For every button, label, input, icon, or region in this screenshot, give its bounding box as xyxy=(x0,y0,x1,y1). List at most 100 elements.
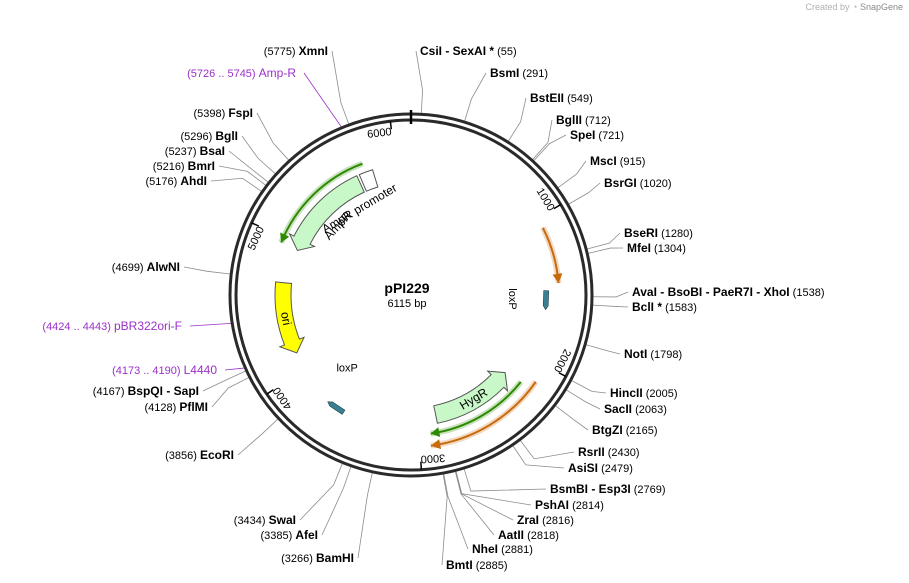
enzyme-position: (5775) xyxy=(264,46,299,58)
enzyme-bsmi-label[interactable]: BsmI (291) xyxy=(490,66,548,80)
enzyme-name: BclI * xyxy=(632,300,662,314)
enzyme-position: (1020) xyxy=(637,178,672,190)
plasmid-name: pPI229 xyxy=(384,280,429,296)
feature-loxp[interactable] xyxy=(326,400,346,415)
enzyme-position: (5176) xyxy=(145,176,180,188)
enzyme-name: NotI xyxy=(624,347,647,361)
enzyme-zrai-label[interactable]: ZraI (2816) xyxy=(517,513,574,527)
feature-loxp[interactable] xyxy=(542,290,550,311)
feature-ori[interactable] xyxy=(274,281,306,354)
enzyme-hincii-label[interactable]: HincII (2005) xyxy=(610,386,678,400)
enzyme-position: (5398) xyxy=(193,108,228,120)
enzyme-aatii-label[interactable]: AatII (2818) xyxy=(498,528,559,542)
enzyme-xmni-label[interactable]: (5775) XmnI xyxy=(264,44,328,58)
enzyme-pflmi-label[interactable]: (4128) PflMI xyxy=(144,400,208,414)
orf-arrowhead xyxy=(280,232,290,243)
enzyme-name: AvaI xyxy=(632,285,657,299)
enzyme-ecori-label[interactable]: (3856) EcoRI xyxy=(165,448,234,462)
enzyme-swai-label[interactable]: (3434) SwaI xyxy=(234,513,296,527)
enzyme-ahdi-label[interactable]: (5176) AhdI xyxy=(145,174,207,188)
feature-loxp-label: loxP xyxy=(506,288,518,309)
enzyme-bseri-label[interactable]: BseRI (1280) xyxy=(624,226,693,240)
enzyme-sacii-label[interactable]: SacII (2063) xyxy=(604,402,667,416)
enzyme-pshai-label[interactable]: PshAI (2814) xyxy=(535,498,604,512)
label-leader-lines xyxy=(183,50,629,566)
enzyme-position: (3385) xyxy=(260,530,295,542)
enzyme-name: BstEII xyxy=(530,91,564,105)
enzyme-rsrii-label[interactable]: RsrII (2430) xyxy=(578,445,640,459)
tick-mark xyxy=(389,121,393,130)
feature-hygr[interactable] xyxy=(433,370,509,424)
orf-arrowhead xyxy=(552,273,563,284)
enzyme-mfei-label[interactable]: MfeI (1304) xyxy=(627,241,686,255)
credit-prefix: Created by xyxy=(805,2,850,12)
enzyme-position: (3266) xyxy=(281,553,316,565)
enzyme-name: - PaeR7I xyxy=(702,285,753,299)
enzyme-bgli-label[interactable]: (5296) BglI xyxy=(180,129,238,143)
enzyme-spei-label[interactable]: SpeI (721) xyxy=(570,128,624,142)
leader-line xyxy=(588,247,624,254)
enzyme-bsteii-label[interactable]: BstEII (549) xyxy=(530,91,593,105)
enzyme-position: (4699) xyxy=(112,262,147,274)
enzyme-bsmbi-esp3i-label[interactable]: BsmBI - Esp3I (2769) xyxy=(550,482,666,496)
feature-ampr[interactable] xyxy=(288,175,365,252)
enzyme-avai-bsobi-paer7i-xhoi-label[interactable]: AvaI - BsoBI - PaeR7I - XhoI (1538) xyxy=(632,285,824,299)
enzyme-bspqi-sapi-label[interactable]: (4167) BspQI - SapI xyxy=(93,384,199,398)
enzyme-bsai-label[interactable]: (5237) BsaI xyxy=(165,144,225,158)
enzyme-position: (5296) xyxy=(180,131,215,143)
enzyme-position: (1304) xyxy=(651,243,686,255)
leader-line xyxy=(507,97,527,142)
leader-line xyxy=(218,165,267,186)
enzyme-asisi-label[interactable]: AsiSI (2479) xyxy=(568,461,633,475)
enzyme-name: NheI xyxy=(472,542,498,556)
orf-arrowhead xyxy=(430,427,441,438)
leader-line xyxy=(454,471,495,536)
leader-line xyxy=(464,72,487,122)
enzyme-position: (2479) xyxy=(598,463,633,475)
enzyme-bmri-label[interactable]: (5216) BmrI xyxy=(153,159,215,173)
enzyme-bmti-label[interactable]: BmtI (2885) xyxy=(446,558,508,572)
primer-leader-line xyxy=(189,322,234,327)
enzyme-csii-sexai-label[interactable]: CsiI - SexAI * (55) xyxy=(420,44,517,58)
orf-arc xyxy=(430,381,537,447)
primer-l4440-label[interactable]: (4173 .. 4190) L4440 xyxy=(112,363,217,377)
enzyme-afei-label[interactable]: (3385) AfeI xyxy=(260,528,318,542)
enzyme-alwni-label[interactable]: (4699) AlwNI xyxy=(112,260,180,274)
enzyme-nhei-label[interactable]: NheI (2881) xyxy=(472,542,533,556)
enzyme-name: BsaI xyxy=(200,144,225,158)
enzyme-fspi-label[interactable]: (5398) FspI xyxy=(193,106,253,120)
leader-line xyxy=(228,150,269,183)
enzyme-name: AatII xyxy=(498,528,524,542)
enzyme-position: (2814) xyxy=(569,500,604,512)
enzyme-bamhi-label[interactable]: (3266) BamHI xyxy=(281,551,354,565)
leader-line xyxy=(557,160,587,189)
enzyme-position: (1583) xyxy=(662,302,697,314)
enzyme-name: BsrGI xyxy=(604,176,637,190)
enzyme-position: (915) xyxy=(617,156,646,168)
leader-line xyxy=(202,370,246,392)
feature-ori-label: ori xyxy=(278,311,294,327)
primer-pbr322ori-f-label[interactable]: (4424 .. 4443) pBR322ori-F xyxy=(42,319,182,333)
enzyme-name: CsiI xyxy=(420,44,442,58)
enzyme-name: HincII xyxy=(610,386,643,400)
enzyme-bcli-label[interactable]: BclI * (1583) xyxy=(632,300,697,314)
enzyme-position: (712) xyxy=(582,115,611,127)
feature-ampr-promoter[interactable] xyxy=(358,169,379,192)
leader-line xyxy=(441,474,448,566)
enzyme-name: AlwNI xyxy=(147,260,180,274)
enzyme-name: MscI xyxy=(590,154,617,168)
enzyme-bglii-label[interactable]: BglII (712) xyxy=(556,113,611,127)
leader-line xyxy=(455,471,532,506)
enzyme-position: (2881) xyxy=(498,544,533,556)
enzyme-noti-label[interactable]: NotI (1798) xyxy=(624,347,682,361)
primer-amp-r-label[interactable]: (5726 .. 5745) Amp-R xyxy=(187,66,296,80)
enzyme-msci-label[interactable]: MscI (915) xyxy=(590,154,645,168)
enzyme-btgzi-label[interactable]: BtgZI (2165) xyxy=(592,423,658,437)
enzyme-position: (2816) xyxy=(539,515,574,527)
enzyme-position: (1280) xyxy=(658,228,693,240)
enzyme-bsrgi-label[interactable]: BsrGI (1020) xyxy=(604,176,672,190)
enzyme-position: (2430) xyxy=(605,447,640,459)
leader-line xyxy=(321,466,352,536)
tick-label: 1000 xyxy=(534,186,557,213)
